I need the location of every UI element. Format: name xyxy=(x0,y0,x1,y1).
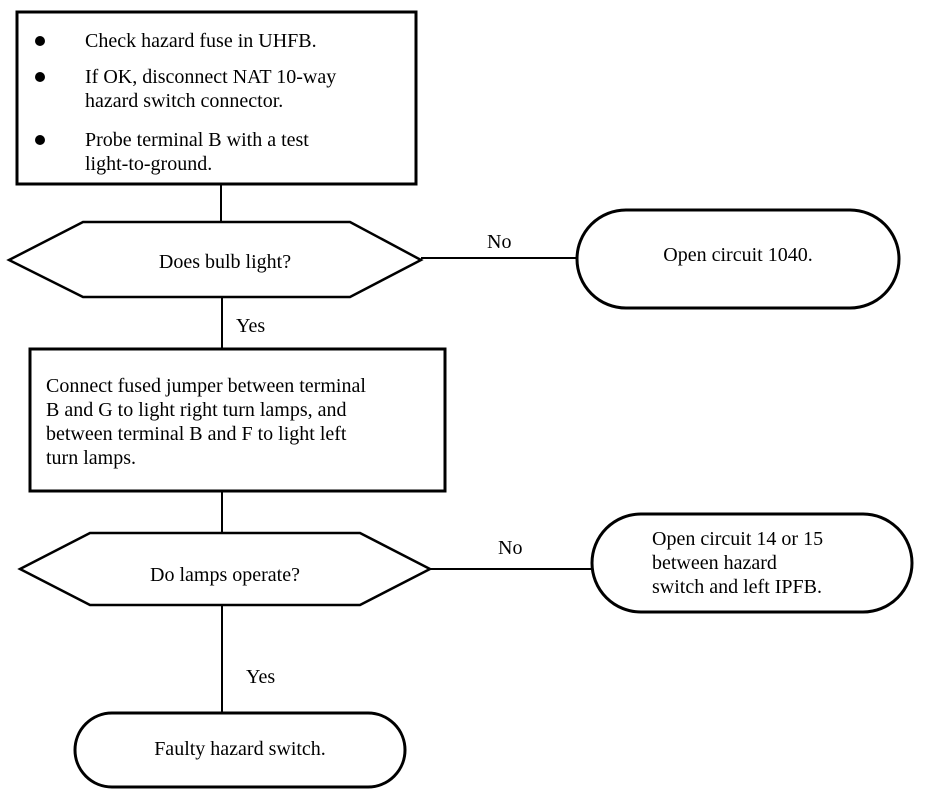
step2-line-1: Connect fused jumper between terminal xyxy=(46,375,366,397)
result-open-circuit-14-15-shape xyxy=(590,512,914,614)
decision2-question: Do lamps operate? xyxy=(150,564,300,586)
bullet-dot xyxy=(35,36,45,46)
step1-box xyxy=(15,10,418,186)
decision2-no-label: No xyxy=(498,537,523,559)
step1-bullet-1: Check hazard fuse in UHFB. xyxy=(85,30,317,52)
result-open-circuit-14-15-line-1: Open circuit 14 or 15 xyxy=(652,528,824,550)
result-open-circuit-1040: Open circuit 1040. xyxy=(663,244,813,266)
result-open-circuit-14-15-line-3: switch and left IPFB. xyxy=(652,576,822,598)
decision2-shape xyxy=(17,531,433,607)
step1-bullet-2-line2: hazard switch connector. xyxy=(85,90,284,112)
decision1-shape xyxy=(6,220,424,299)
result-faulty-hazard-switch-shape xyxy=(73,711,407,789)
result-open-circuit-14-15-line-2: between hazard xyxy=(652,552,777,574)
step1-bullet-2-line1: If OK, disconnect NAT 10-way xyxy=(85,66,337,88)
decision1-yes-label: Yes xyxy=(236,315,266,337)
step2-line-3: between terminal B and F to light left xyxy=(46,423,347,445)
step1-bullet-3-line2: light-to-ground. xyxy=(85,153,213,175)
step1-bullet-3-line1: Probe terminal B with a test xyxy=(85,129,309,151)
decision2-yes-label: Yes xyxy=(246,666,276,688)
bullet-dot xyxy=(35,135,45,145)
step2-box xyxy=(28,347,447,493)
result-open-circuit-1040-shape xyxy=(575,208,901,310)
bullet-dot xyxy=(35,72,45,82)
step2-line-4: turn lamps. xyxy=(46,447,136,469)
step2-line-2: B and G to light right turn lamps, and xyxy=(46,399,347,421)
decision1-no-label: No xyxy=(487,231,512,253)
result-faulty-hazard-switch: Faulty hazard switch. xyxy=(154,738,326,760)
decision1-question: Does bulb light? xyxy=(158,251,292,273)
